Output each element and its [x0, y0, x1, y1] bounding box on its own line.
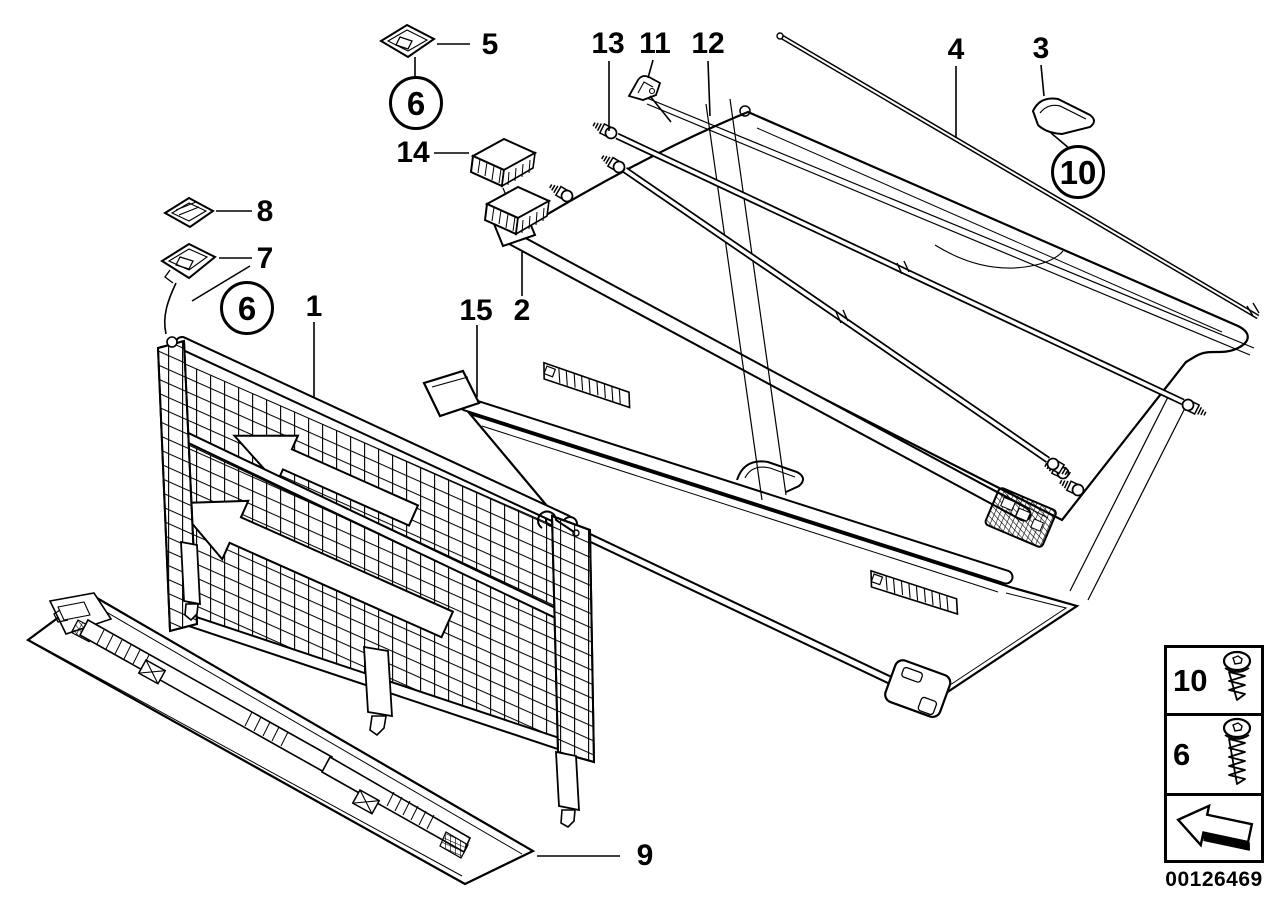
callout-11[interactable]: 11: [639, 27, 671, 60]
part-9-mounting-rail: [25, 592, 536, 886]
part-1-dividing-net: [156, 336, 596, 828]
callout-3[interactable]: 3: [1032, 32, 1050, 65]
part-3-cover-cap: [1031, 97, 1095, 136]
legend-row-screw-10: 10: [1167, 648, 1261, 716]
direction-arrow-icon: [1172, 798, 1256, 867]
part-7-bracket: [160, 242, 217, 335]
part-14-end-caps: [469, 137, 552, 236]
callout-15[interactable]: 15: [459, 294, 493, 327]
part-12-frame-bow: [641, 95, 1255, 601]
callout-8[interactable]: 8: [256, 195, 274, 228]
callout-6-circled-b[interactable]: 6: [220, 281, 274, 335]
part-11-clip: [627, 75, 662, 101]
legend-label-6: 6: [1173, 736, 1191, 772]
part-8-bracket-plate: [163, 196, 215, 229]
callout-2[interactable]: 2: [513, 294, 531, 327]
callout-1[interactable]: 1: [305, 290, 323, 323]
screw-long-icon: [1214, 717, 1258, 792]
callout-5[interactable]: 5: [481, 28, 499, 61]
part-12-rod: [547, 151, 1073, 480]
callout-9[interactable]: 9: [636, 839, 654, 872]
callout-13[interactable]: 13: [591, 27, 625, 60]
screw-short-icon: [1214, 649, 1258, 712]
part-13-tension-rod: [590, 118, 1209, 420]
callout-4[interactable]: 4: [947, 33, 965, 66]
legend-label-10: 10: [1173, 662, 1208, 698]
callout-10-circled[interactable]: 10: [1051, 145, 1105, 199]
fastener-legend: 10 6: [1164, 645, 1264, 863]
callout-14[interactable]: 14: [396, 136, 430, 169]
callout-12[interactable]: 12: [691, 27, 725, 60]
document-number: 00126469: [1165, 868, 1263, 891]
callout-7[interactable]: 7: [256, 242, 274, 275]
callout-6-circled-a[interactable]: 6: [389, 76, 443, 130]
leader-lines: [191, 43, 1071, 857]
part-4-guide-rod: [776, 32, 1260, 320]
part-5-bracket-plate: [379, 23, 436, 59]
legend-row-screw-6: 6: [1167, 716, 1261, 796]
legend-row-direction: [1167, 796, 1261, 869]
